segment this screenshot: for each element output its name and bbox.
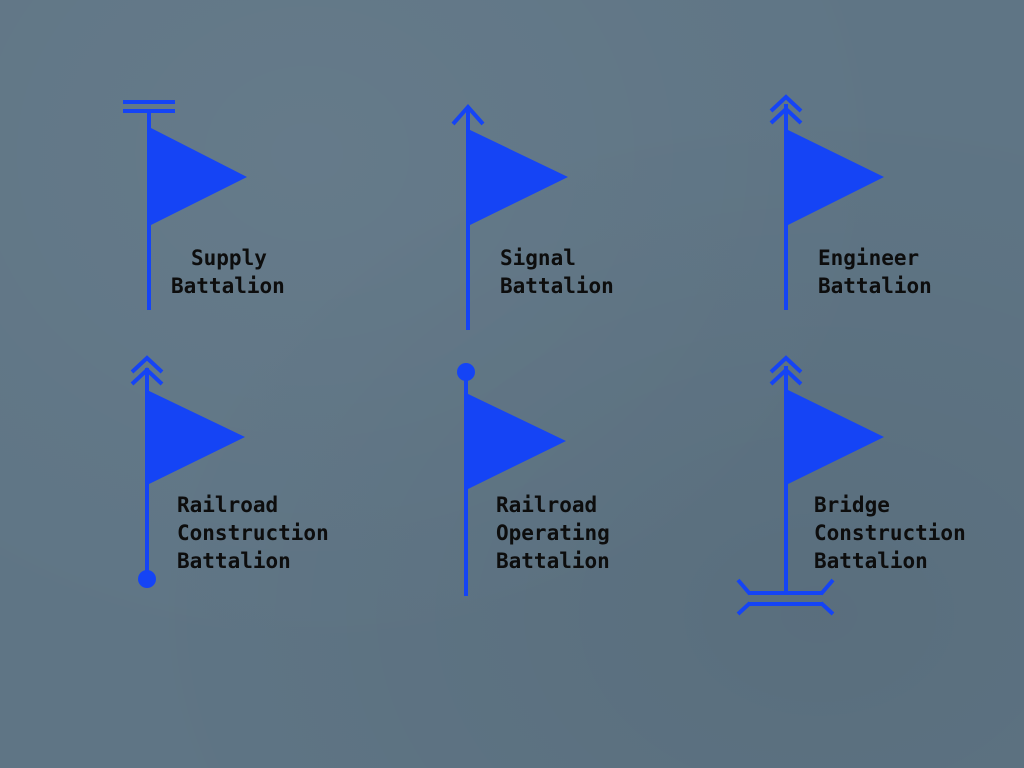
railroad-construction-battalion-label: Railroad Construction Battalion bbox=[177, 491, 329, 575]
flag-single-chevron-icon bbox=[451, 103, 568, 330]
label-line: Battalion bbox=[171, 274, 285, 298]
flag-double-chevron-bridge-icon bbox=[736, 355, 884, 616]
label-line: Railroad bbox=[496, 493, 598, 517]
label-line: Battalion bbox=[500, 274, 614, 298]
bridge-construction-battalion-label: Bridge Construction Battalion bbox=[814, 491, 966, 575]
label-line: Battalion bbox=[814, 549, 928, 573]
label-line: Supply bbox=[191, 246, 267, 270]
label-line: Engineer bbox=[818, 246, 920, 270]
supply-battalion-label: Supply Battalion bbox=[171, 244, 285, 300]
label-line: Construction bbox=[814, 521, 966, 545]
signal-battalion-label: Signal Battalion bbox=[500, 244, 614, 300]
label-line: Construction bbox=[177, 521, 329, 545]
flag-double-chevron-dot-bottom-icon bbox=[130, 355, 245, 588]
label-line: Battalion bbox=[818, 274, 932, 298]
flag-double-bar-icon bbox=[123, 100, 247, 310]
label-line: Signal bbox=[500, 246, 576, 270]
label-line: Operating bbox=[496, 521, 610, 545]
engineer-battalion-label: Engineer Battalion bbox=[818, 244, 932, 300]
label-line: Battalion bbox=[177, 549, 291, 573]
label-line: Bridge bbox=[814, 493, 890, 517]
label-line: Railroad bbox=[177, 493, 279, 517]
flag-double-chevron-icon bbox=[769, 94, 884, 310]
label-line: Battalion bbox=[496, 549, 610, 573]
flag-dot-top-icon bbox=[457, 363, 566, 596]
railroad-operating-battalion-label: Railroad Operating Battalion bbox=[496, 491, 610, 575]
